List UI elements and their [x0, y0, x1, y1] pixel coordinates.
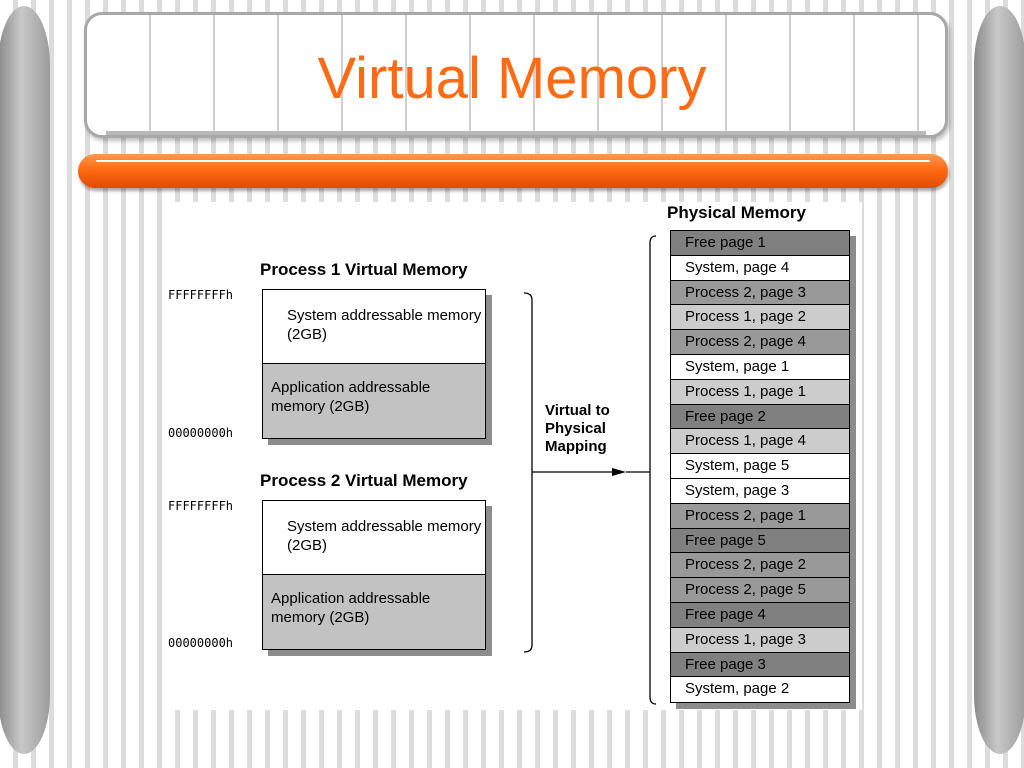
process1-app-text: Application addressable memory (2GB) [271, 379, 431, 415]
physical-page-row: Process 1, page 4 [671, 429, 849, 455]
process2-addr-low: 00000000h [168, 636, 234, 650]
physical-memory-bracket [649, 235, 657, 705]
physical-page-row: System, page 3 [671, 478, 849, 504]
physical-page-row: Process 2, page 2 [671, 553, 849, 579]
physical-page-row: Free page 1 [671, 231, 849, 256]
title-underline [106, 131, 926, 135]
mapping-arrow-head [612, 468, 626, 476]
mapping-label: Virtual to Physical Mapping [545, 402, 610, 456]
slide-title: Virtual Memory [317, 46, 707, 111]
process1-addr-high: FFFFFFFFh [168, 288, 234, 302]
physical-page-row: Process 1, page 3 [671, 627, 849, 653]
process2-application-region: Application addressable memory (2GB) [263, 575, 485, 649]
physical-page-row: Free page 3 [671, 652, 849, 678]
process1-application-region: Application addressable memory (2GB) [263, 364, 485, 438]
process1-memory-box: System addressable memory (2GB) Applicat… [262, 289, 486, 439]
physical-page-row: Process 2, page 4 [671, 330, 849, 355]
physical-page-row: Process 2, page 3 [671, 280, 849, 306]
process2-heading: Process 2 Virtual Memory [260, 471, 468, 490]
physical-page-row: Free page 2 [671, 404, 849, 430]
physical-page-row: Process 1, page 2 [671, 305, 849, 331]
orange-divider-bar [78, 154, 948, 188]
process2-system-region: System addressable memory (2GB) [263, 501, 485, 575]
left-decorative-pillar [0, 6, 50, 754]
right-decorative-pillar [974, 6, 1024, 754]
process1-system-text: System addressable memory (2GB) [287, 307, 482, 343]
mapping-label-line2: Physical [545, 420, 606, 437]
physical-page-row: Free page 4 [671, 602, 849, 628]
physical-page-row: Process 2, page 5 [671, 578, 849, 603]
physical-page-row: Free page 5 [671, 528, 849, 554]
virtual-memory-bracket [523, 292, 533, 653]
title-frame [84, 12, 948, 138]
process2-system-text: System addressable memory (2GB) [287, 518, 482, 554]
physical-page-row: System, page 2 [671, 677, 849, 703]
physical-page-row: Process 1, page 1 [671, 379, 849, 405]
physical-memory-heading: Physical Memory [667, 203, 806, 222]
mapping-label-line3: Mapping [545, 438, 607, 455]
process1-addr-low: 00000000h [168, 426, 234, 440]
process1-heading: Process 1 Virtual Memory [260, 260, 468, 279]
physical-page-row: System, page 4 [671, 255, 849, 281]
process2-addr-high: FFFFFFFFh [168, 499, 234, 513]
process2-app-text: Application addressable memory (2GB) [271, 590, 431, 626]
physical-page-row: System, page 5 [671, 454, 849, 479]
physical-page-row: Process 2, page 1 [671, 503, 849, 529]
process2-memory-box: System addressable memory (2GB) Applicat… [262, 500, 486, 650]
process1-system-region: System addressable memory (2GB) [263, 290, 485, 364]
physical-page-row: System, page 1 [671, 354, 849, 380]
mapping-label-line1: Virtual to [545, 402, 610, 419]
